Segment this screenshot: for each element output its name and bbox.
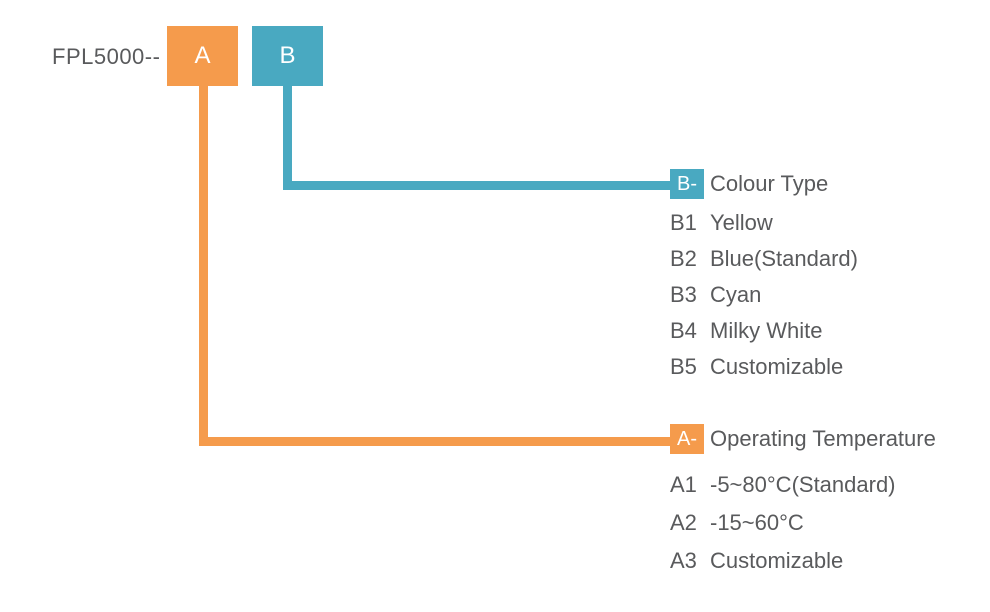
item-code: A3 xyxy=(670,548,697,573)
item-label: -15~60°C xyxy=(710,510,804,535)
item-code: B5 xyxy=(670,354,697,379)
legend-b-list: B1 Yellow B2 Blue(Standard) B3 Cyan B4 M… xyxy=(670,205,858,385)
item-code: B1 xyxy=(670,210,697,235)
connector-b-horizontal xyxy=(283,181,672,190)
legend-b-item: B4 Milky White xyxy=(670,313,858,349)
item-label: Customizable xyxy=(710,548,844,573)
legend-b-tag: B- xyxy=(670,169,704,199)
code-box-b: B xyxy=(252,26,323,86)
item-code: A2 xyxy=(670,510,697,535)
item-label: Blue(Standard) xyxy=(710,246,858,271)
item-code: A1 xyxy=(670,472,697,497)
item-code: B3 xyxy=(670,282,697,307)
legend-b-item: B3 Cyan xyxy=(670,277,858,313)
item-code: B2 xyxy=(670,246,697,271)
code-box-b-letter: B xyxy=(279,42,296,69)
item-label: Customizable xyxy=(710,354,844,379)
legend-a-title: Operating Temperature xyxy=(710,426,936,451)
code-box-a-letter: A xyxy=(194,42,211,69)
legend-b-item: B2 Blue(Standard) xyxy=(670,241,858,277)
legend-a-list: A1 -5~80°C(Standard) A2 -15~60°C A3 Cust… xyxy=(670,466,896,580)
legend-a-item: A2 -15~60°C xyxy=(670,504,896,542)
legend-b-title: Colour Type xyxy=(710,171,829,196)
legend-b-item: B5 Customizable xyxy=(670,349,858,385)
legend-a-tag: A- xyxy=(670,424,704,454)
item-label: -5~80°C(Standard) xyxy=(710,472,896,497)
item-label: Milky White xyxy=(710,318,823,343)
connector-b-vertical xyxy=(283,86,292,190)
connector-a-vertical xyxy=(199,86,208,446)
legend-a-item: A1 -5~80°C(Standard) xyxy=(670,466,896,504)
code-box-a: A xyxy=(167,26,238,86)
legend-b-item: B1 Yellow xyxy=(670,205,858,241)
connector-a-horizontal xyxy=(199,437,672,446)
legend-a-item: A3 Customizable xyxy=(670,542,896,580)
item-label: Cyan xyxy=(710,282,762,307)
item-label: Yellow xyxy=(710,210,773,235)
product-code-label: FPL5000-- xyxy=(52,44,161,69)
item-code: B4 xyxy=(670,318,697,343)
